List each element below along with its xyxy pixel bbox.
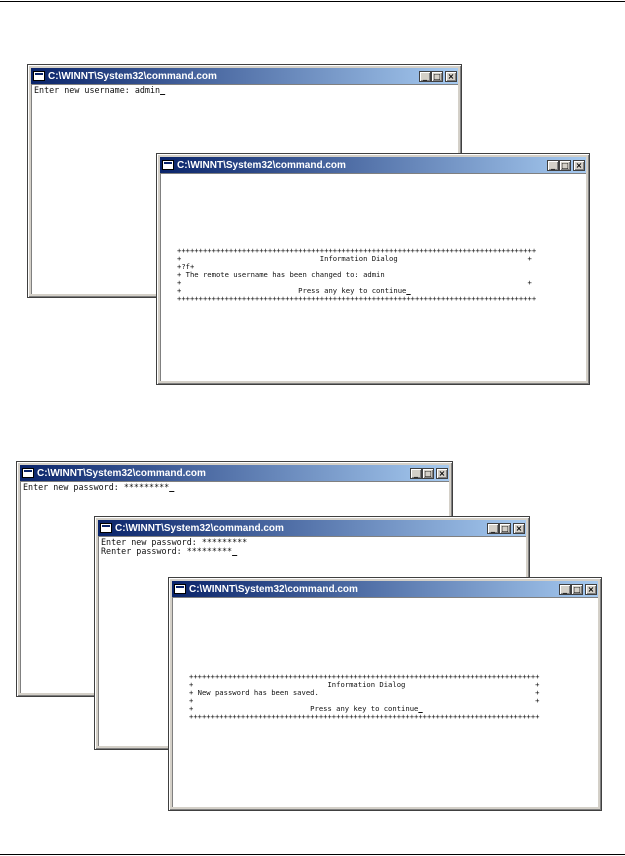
console-text: Enter new password: *********_ — [21, 482, 449, 493]
console-area[interactable]: ++++++++++++++++++++++++++++++++++++++++… — [172, 597, 598, 807]
text-cursor: _ — [406, 286, 411, 295]
close-button[interactable]: × — [445, 70, 457, 82]
window-title: C:\WINNT\System32\command.com — [115, 522, 284, 534]
minimize-button[interactable]: _ — [487, 522, 499, 534]
title-bar[interactable]: C:\WINNT\System32\command.com _ □ × — [20, 465, 449, 481]
close-button[interactable]: × — [513, 522, 525, 534]
minimize-button[interactable]: _ — [559, 583, 571, 595]
minimize-button[interactable]: _ — [419, 70, 431, 82]
prompt-line: Enter new username: admin — [34, 85, 161, 95]
dialog-border-bottom: ++++++++++++++++++++++++++++++++++++++++… — [189, 712, 540, 721]
dialog-line: + + — [177, 278, 532, 287]
dialog-border-bottom: ++++++++++++++++++++++++++++++++++++++++… — [177, 294, 537, 303]
text-cursor: _ — [169, 482, 175, 492]
close-button[interactable]: × — [436, 467, 448, 479]
page-bottom-rule — [0, 854, 625, 855]
console-window-info-username[interactable]: C:\WINNT\System32\command.com _ □ × ++++… — [156, 153, 590, 385]
console-text: Enter new password: ********* Renter pas… — [99, 537, 526, 557]
close-button[interactable]: × — [585, 583, 597, 595]
minimize-button[interactable]: _ — [410, 467, 422, 479]
console-app-icon — [174, 584, 186, 594]
console-area[interactable]: ++++++++++++++++++++++++++++++++++++++++… — [160, 173, 586, 381]
console-app-icon — [33, 71, 45, 81]
text-cursor: _ — [160, 85, 166, 95]
dialog-line: + + — [189, 696, 540, 705]
page-top-rule — [0, 1, 625, 2]
text-cursor: _ — [418, 704, 423, 713]
prompt-line: Enter new password: ********* — [23, 482, 170, 492]
close-button[interactable]: × — [573, 159, 585, 171]
maximize-button[interactable]: □ — [559, 159, 571, 171]
maximize-button[interactable]: □ — [422, 467, 434, 479]
window-title: C:\WINNT\System32\command.com — [177, 159, 346, 171]
dialog-border-top: ++++++++++++++++++++++++++++++++++++++++… — [189, 672, 540, 681]
text-cursor: _ — [232, 546, 238, 556]
title-bar[interactable]: C:\WINNT\System32\command.com _ □ × — [160, 157, 586, 173]
minimize-button[interactable]: _ — [547, 159, 559, 171]
dialog-title-line: + Information Dialog + — [189, 680, 540, 689]
title-bar[interactable]: C:\WINNT\System32\command.com _ □ × — [172, 581, 598, 597]
console-app-icon — [100, 523, 112, 533]
console-app-icon — [22, 468, 34, 478]
dialog-message: + The remote username has been changed t… — [177, 270, 385, 279]
maximize-button[interactable]: □ — [571, 583, 583, 595]
dialog-continue-line: + Press any key to continue — [189, 704, 419, 713]
maximize-button[interactable]: □ — [431, 70, 443, 82]
information-dialog-text: ++++++++++++++++++++++++++++++++++++++++… — [189, 673, 540, 721]
dialog-border-top: ++++++++++++++++++++++++++++++++++++++++… — [177, 246, 537, 255]
window-title: C:\WINNT\System32\command.com — [48, 70, 217, 82]
console-window-info-password[interactable]: C:\WINNT\System32\command.com _ □ × ++++… — [168, 577, 602, 811]
console-text: Enter new username: admin_ — [32, 85, 458, 96]
prompt-line: Enter new password: ********* — [101, 537, 248, 547]
dialog-continue-line: + Press any key to continue — [177, 286, 407, 295]
console-app-icon — [162, 160, 174, 170]
information-dialog-text: ++++++++++++++++++++++++++++++++++++++++… — [177, 247, 536, 303]
window-title: C:\WINNT\System32\command.com — [37, 467, 206, 479]
window-title: C:\WINNT\System32\command.com — [189, 583, 358, 595]
maximize-button[interactable]: □ — [499, 522, 511, 534]
prompt-line: Renter password: ********* — [101, 546, 233, 556]
title-bar[interactable]: C:\WINNT\System32\command.com _ □ × — [98, 520, 526, 536]
dialog-title-line: + Information Dialog + — [177, 254, 532, 263]
dialog-message: + New password has been saved. + — [189, 688, 540, 697]
title-bar[interactable]: C:\WINNT\System32\command.com _ □ × — [31, 68, 458, 84]
dialog-line: +?f+ — [177, 262, 195, 271]
